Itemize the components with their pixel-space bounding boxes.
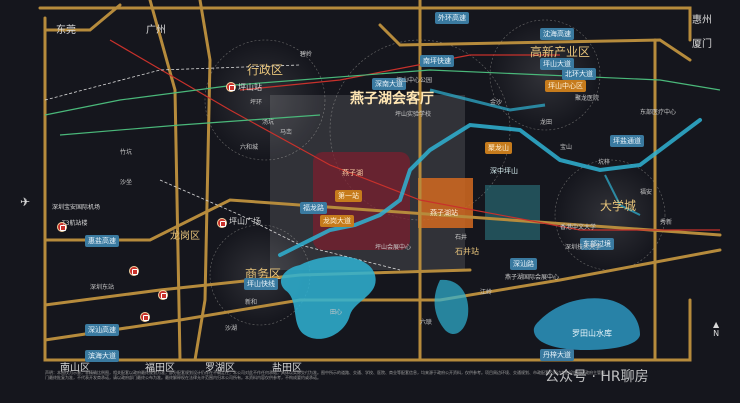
- poi-label: 江岭: [480, 289, 493, 296]
- district-admin: 行政区: [247, 63, 284, 77]
- amber-chip: 坪山中心区: [545, 80, 586, 92]
- north-label: N: [713, 329, 720, 338]
- metro-icon: [57, 222, 67, 232]
- road-chip: 坪山大道: [540, 58, 574, 70]
- road-chip: 惠盐高速: [85, 235, 119, 247]
- admin-circle: [204, 39, 326, 161]
- river: [278, 118, 702, 257]
- district-longgang: 龙岗区: [170, 231, 200, 242]
- lake-south: [434, 279, 469, 335]
- university-circle: [554, 159, 666, 271]
- bottom-district-3: 盐田区: [272, 363, 302, 374]
- poi-label: 沙湖: [225, 325, 238, 332]
- metro-icon: [129, 266, 139, 276]
- poi-label: 龙田: [540, 119, 553, 126]
- metro-icon: [158, 290, 168, 300]
- road-chip: 东部过境: [580, 238, 614, 250]
- poi-label: 宝山: [560, 144, 573, 151]
- bottom-district-0: 南山区: [60, 363, 90, 374]
- poi-label: 沙坐: [120, 179, 133, 186]
- road-chip: 福龙路: [300, 202, 327, 214]
- road-chip: 丹梓大道: [540, 349, 574, 361]
- label-project: 燕子湖站: [430, 209, 458, 217]
- poi-label: 秀新: [660, 219, 673, 226]
- direction-dongguan: 东莞: [56, 25, 76, 36]
- poi-label: 坪环: [250, 99, 263, 106]
- poi-label: 竹坑: [120, 149, 133, 156]
- road-chip: 南坪快速: [420, 55, 454, 67]
- metro-icon: [217, 218, 227, 228]
- poi-label: 马峦: [280, 129, 293, 136]
- road-chip: 外环高速: [435, 12, 469, 24]
- label-airport: 深圳宝安国际机场: [52, 204, 101, 211]
- bottom-district-1: 福田区: [145, 363, 175, 374]
- label-pingshan-plaza: 坪山广场: [229, 217, 261, 226]
- poi-label: 田心: [330, 309, 343, 316]
- lake-west: [280, 256, 376, 339]
- metro-icon: [140, 312, 150, 322]
- amber-chip: 第一站: [335, 190, 362, 202]
- poi-label: 福安: [640, 189, 653, 196]
- map-title: 燕子湖会客厅: [350, 91, 434, 107]
- poi-label: 金沙: [490, 99, 503, 106]
- amber-chip: 聚龙山: [485, 142, 512, 154]
- district-emerging: 高新产业区: [530, 45, 591, 59]
- poi-label: 碧岭: [300, 51, 313, 58]
- poi-label: 坪山实验学校: [395, 111, 432, 118]
- direction-guangzhou: 广州: [146, 25, 166, 36]
- bottom-district-2: 罗湖区: [205, 363, 235, 374]
- road-chip: 沈海高速: [540, 28, 574, 40]
- district-university: 大学城: [600, 199, 637, 213]
- label-shijing: 石井站: [455, 247, 479, 256]
- road-chip: 深汕高速: [85, 324, 119, 336]
- metro-icon: [226, 82, 236, 92]
- disclaimer-text: 声明：本图仅为示意，非精确比例图，相关配套以政府最终规划为准，部分配套规划设计仍…: [45, 370, 605, 381]
- poi-label: 燕子湖国际会展中心: [505, 274, 560, 281]
- road-chip: 坪盐通道: [610, 135, 644, 147]
- poi-label: 坪山会展中心: [375, 244, 412, 251]
- road-chip: 北环大道: [562, 68, 596, 80]
- poi-label: 聚龙医院: [575, 95, 600, 102]
- poi-label: 汤坑: [262, 119, 275, 126]
- poi-label: 东部医疗中心: [640, 109, 677, 116]
- north-arrow-icon: ▲N: [713, 320, 720, 338]
- poi-label: 石井: [455, 234, 468, 241]
- project-block-orange: [418, 178, 473, 228]
- poi-label: 深圳技术大学: [565, 244, 602, 251]
- road-chip: 深南大道: [372, 78, 406, 90]
- road-chip: 滨海大道: [85, 350, 119, 362]
- label-airport-sub: T3航站楼: [62, 220, 88, 227]
- district-business: 商务区: [245, 267, 282, 281]
- road-chip: 深汕路: [510, 258, 537, 270]
- road-chip: 坪山快线: [244, 278, 278, 290]
- amber-chip: 龙岗大道: [320, 215, 354, 227]
- label-reservoir: 罗田山水库: [572, 329, 612, 338]
- airport-icon: ✈: [20, 195, 31, 209]
- direction-huizhou: 惠州: [692, 15, 712, 26]
- poi-label: 新和: [245, 299, 258, 306]
- poi-label: 六和城: [240, 144, 259, 151]
- poi-label: 坪山中心公园: [396, 77, 433, 84]
- poi-label: 坑梓: [598, 159, 611, 166]
- poi-label: 香港中文大学: [560, 224, 597, 231]
- label-pingshan-station: 坪山站: [238, 83, 262, 92]
- label-school: 深中坪山: [490, 167, 518, 175]
- poi-label: 六联: [420, 319, 433, 326]
- reservoir-lake: [533, 298, 640, 350]
- poi-label: 深圳东站: [90, 284, 115, 291]
- direction-xiamen: 厦门: [692, 39, 712, 50]
- school-block: [485, 185, 540, 240]
- watermark: 公众号 · HR聊房: [545, 369, 649, 385]
- label-yanzi-lake: 燕子湖: [342, 169, 363, 177]
